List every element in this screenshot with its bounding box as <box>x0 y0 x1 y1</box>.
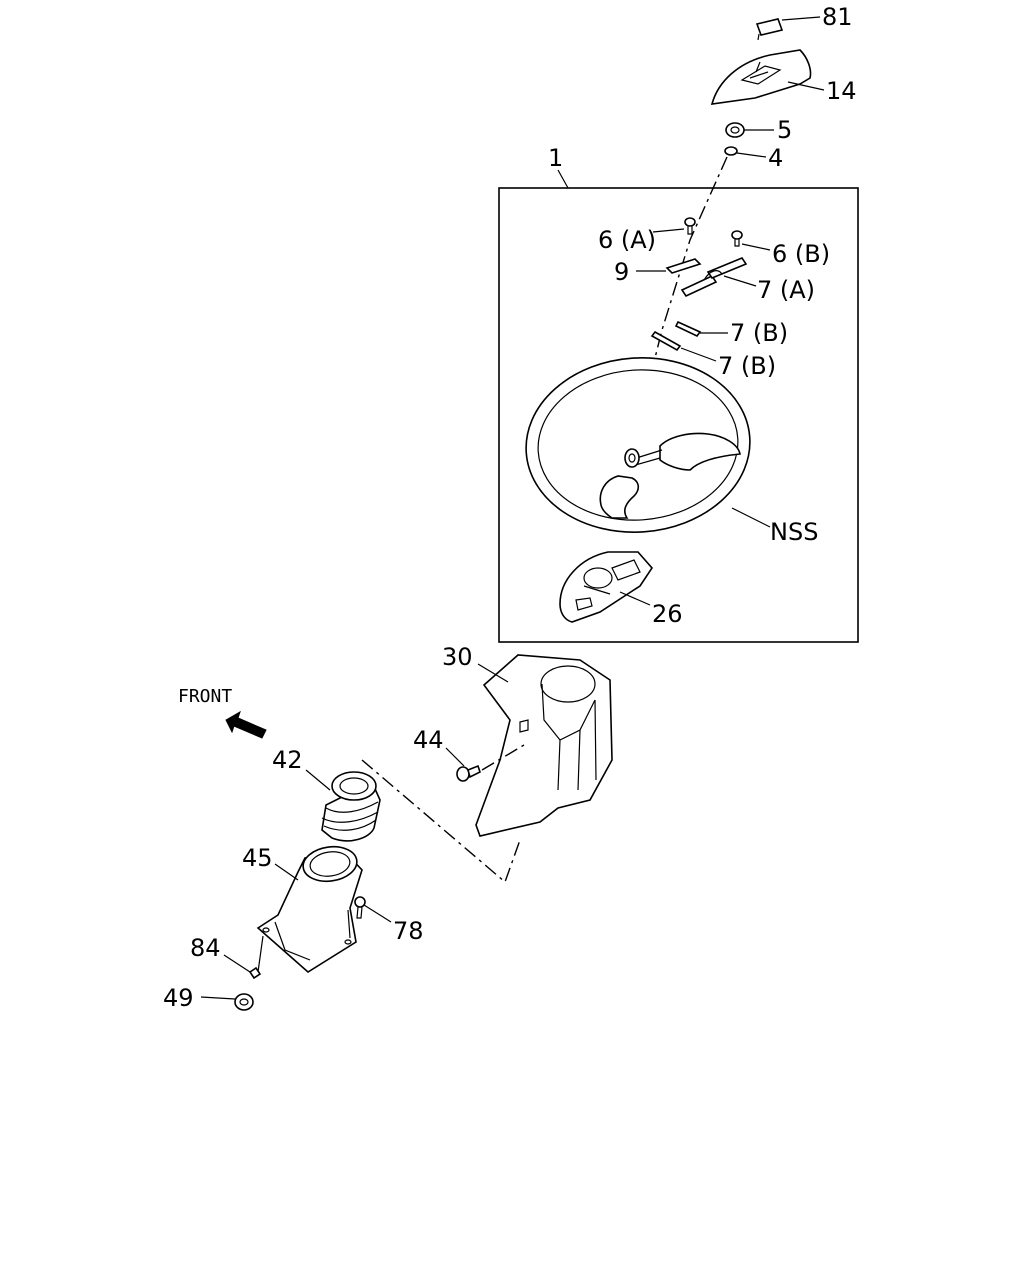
part-84-stud <box>223 935 264 980</box>
label-78: 78 <box>393 917 424 945</box>
label-14: 14 <box>826 77 857 105</box>
front-arrow-icon <box>225 710 267 739</box>
label-30: 30 <box>442 643 473 671</box>
part-45-boot-cover <box>256 845 363 973</box>
part-6a-screw <box>652 217 696 235</box>
part-14-horn-pad <box>710 49 825 105</box>
steering-wheel-nss <box>525 357 771 533</box>
part-7b-lower-contact <box>650 330 717 362</box>
label-1: 1 <box>548 144 563 172</box>
label-45: 45 <box>242 844 273 872</box>
label-9: 9 <box>614 258 629 286</box>
label-6a: 6 (A) <box>598 226 656 254</box>
part-4-washer <box>724 146 767 158</box>
part-44-bolt <box>445 744 525 782</box>
part-7a-contact <box>680 257 757 298</box>
part-7b-upper-contact <box>674 320 728 338</box>
part-26-cover <box>559 551 654 623</box>
part-81-horn-button <box>755 16 821 41</box>
front-label: FRONT <box>178 686 232 707</box>
label-26: 26 <box>652 600 683 628</box>
part-9-plate <box>636 258 702 274</box>
part-6b-screw <box>731 230 771 251</box>
part-78-screw <box>354 896 392 923</box>
label-44: 44 <box>413 726 444 754</box>
label-7a: 7 (A) <box>757 276 815 304</box>
label-nss: NSS <box>770 518 818 546</box>
label-49: 49 <box>163 984 194 1012</box>
label-6b: 6 (B) <box>772 240 830 268</box>
label-7b-lower: 7 (B) <box>718 352 776 380</box>
part-5-nut <box>725 122 774 138</box>
part-42-boot <box>305 769 381 842</box>
part-30-column-cover <box>475 654 613 837</box>
label-81: 81 <box>822 3 853 31</box>
label-42: 42 <box>272 746 303 774</box>
label-5: 5 <box>777 116 792 144</box>
label-84: 84 <box>190 934 221 962</box>
label-4: 4 <box>768 144 783 172</box>
assembly-1-box <box>498 187 859 643</box>
guide-line-42 <box>361 759 521 884</box>
label-7b-upper: 7 (B) <box>730 319 788 347</box>
part-49-nut <box>200 993 254 1011</box>
